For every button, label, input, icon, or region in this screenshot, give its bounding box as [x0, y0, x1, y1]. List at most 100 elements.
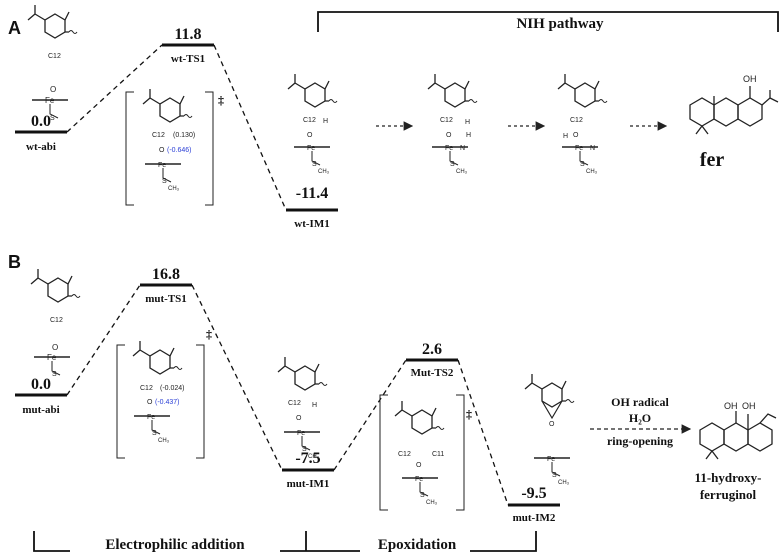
nih-intermediate-3: C12 H O Fe N S CH₃ [557, 73, 608, 175]
energy-mut-ts2: 2.6 [422, 341, 442, 358]
svg-text:H: H [563, 133, 568, 140]
svg-text:O: O [416, 462, 422, 469]
mut-ts1-mark: ‡ [206, 327, 212, 341]
wt-ts1-structure: C12 (0.130) O (-0.646) Fe S CH₃ [125, 88, 214, 206]
wt-ts-mark: ‡ [218, 93, 224, 107]
svg-text:C12: C12 [440, 117, 453, 124]
svg-text:C12: C12 [50, 317, 63, 324]
svg-text:O: O [52, 343, 58, 352]
svg-text:CH₃: CH₃ [426, 500, 438, 506]
svg-text:O: O [573, 132, 579, 139]
fer-oh: OH [743, 74, 757, 84]
svg-text:O: O [159, 147, 165, 154]
svg-text:H: H [312, 402, 317, 409]
svg-text:S: S [152, 430, 157, 437]
svg-text:S: S [302, 446, 307, 453]
svg-text:H: H [465, 119, 470, 126]
svg-text:(-0.024): (-0.024) [160, 385, 185, 392]
svg-text:Fe: Fe [307, 145, 315, 152]
svg-text:S: S [420, 492, 425, 499]
svg-text:Fe: Fe [415, 476, 423, 483]
hydroxyferruginol-molecule [699, 411, 777, 460]
svg-text:Fe: Fe [147, 414, 155, 421]
svg-text:Fe: Fe [158, 162, 166, 169]
svg-text:S: S [552, 472, 557, 479]
nih-intermediate-1: C12 H O Fe S CH₃ [287, 73, 338, 175]
svg-text:Fe: Fe [45, 96, 55, 105]
svg-text:S: S [162, 178, 167, 185]
svg-text:C12: C12 [570, 117, 583, 124]
mut-path-dashes [66, 284, 509, 506]
svg-text:CH₃: CH₃ [558, 480, 570, 486]
svg-text:S: S [580, 161, 585, 168]
svg-text:N: N [590, 145, 595, 152]
condition-water: H₂O [629, 411, 651, 425]
svg-text:CH₃: CH₃ [168, 186, 180, 192]
nih-bracket [317, 11, 779, 32]
nih-pathway-label: NIH pathway [516, 16, 604, 32]
svg-text:C12: C12 [398, 451, 411, 458]
svg-text:C12: C12 [288, 400, 301, 407]
svg-text:S: S [450, 161, 455, 168]
product-name-line1: 11-hydroxy- [695, 470, 762, 485]
product-fer: fer [700, 149, 725, 171]
svg-text:O: O [296, 415, 302, 422]
svg-text:S: S [312, 161, 317, 168]
mut-ts2-mark: ‡ [466, 407, 472, 421]
svg-text:(-0.437): (-0.437) [155, 399, 180, 406]
name-wt-im1: wt-IM1 [294, 218, 329, 230]
panel-a-label: A [8, 18, 21, 38]
mut-im2-structure: O Fe S CH₃ [524, 373, 575, 486]
svg-text:CH₃: CH₃ [456, 169, 468, 175]
svg-text:O: O [446, 132, 452, 139]
wt-abi-molecule: C12 O Fe S [27, 4, 78, 122]
energy-wt-im1: -11.4 [296, 185, 328, 202]
svg-text:C11: C11 [432, 451, 444, 458]
hf-oh-1: OH [724, 401, 738, 411]
condition-ring-opening: ring-opening [607, 434, 673, 448]
svg-text:C12: C12 [48, 53, 61, 60]
name-mut-ts1: mut-TS1 [145, 293, 187, 305]
energy-wt-ts1: 11.8 [174, 26, 201, 43]
svg-text:S: S [52, 371, 57, 378]
wt-path-dashes [66, 44, 287, 211]
svg-text:C12: C12 [152, 132, 165, 139]
svg-text:(-0.646): (-0.646) [167, 147, 192, 154]
nih-intermediate-2: C12 H O H Fe N S CH₃ [427, 73, 478, 175]
name-mut-im2: mut-IM2 [513, 512, 556, 524]
svg-text:O: O [307, 132, 313, 139]
svg-text:O: O [549, 421, 555, 428]
energy-wt-abi: 0.0 [31, 113, 51, 130]
energy-mut-abi: 0.0 [31, 376, 51, 393]
name-mut-ts2: Mut-TS2 [411, 367, 454, 379]
svg-text:(0.130): (0.130) [173, 132, 195, 139]
svg-text:C12: C12 [140, 385, 153, 392]
stage-electrophilic-addition: Electrophilic addition [105, 537, 245, 553]
mut-im1-structure: C12 H O Fe S CH₃ [277, 356, 328, 460]
svg-text:Fe: Fe [445, 145, 453, 152]
hf-oh-2: OH [742, 401, 756, 411]
mut-ts1-structure: C12 (-0.024) O (-0.437) Fe S CH₃ [116, 340, 205, 459]
svg-text:H: H [466, 132, 471, 139]
stage-epoxidation: Epoxidation [378, 537, 457, 553]
panel-b-label: B [8, 252, 21, 272]
svg-text:Fe: Fe [575, 145, 583, 152]
energy-mut-ts1: 16.8 [152, 266, 180, 283]
svg-text:CH₃: CH₃ [318, 169, 330, 175]
name-wt-abi: wt-abi [26, 141, 56, 153]
mut-ts2-structure: C12 C11 O Fe S CH₃ [379, 394, 465, 511]
svg-text:C12: C12 [303, 117, 316, 124]
name-mut-abi: mut-abi [22, 404, 59, 416]
svg-text:N: N [460, 145, 465, 152]
svg-text:O: O [50, 85, 56, 94]
svg-text:H: H [323, 118, 328, 125]
stage-brackets [33, 531, 537, 552]
svg-text:S: S [50, 115, 55, 122]
name-mut-im1: mut-IM1 [287, 478, 330, 490]
svg-text:CH₃: CH₃ [586, 169, 598, 175]
energy-mut-im1: -7.5 [295, 450, 320, 467]
product-name-line2: ferruginol [700, 487, 757, 502]
mut-abi-molecule: C12 O Fe S [30, 268, 81, 378]
svg-text:CH₃: CH₃ [158, 438, 170, 444]
